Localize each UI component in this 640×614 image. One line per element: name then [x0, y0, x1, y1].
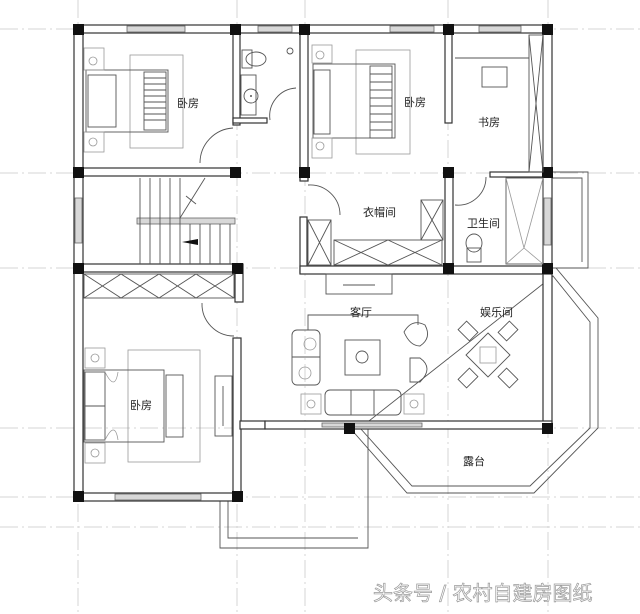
- staircase-arrow-icon: [182, 239, 198, 245]
- wardrobe-icon: [528, 34, 544, 173]
- double-bed-icon: [83, 349, 201, 463]
- label-living-room: 客厅: [350, 305, 372, 319]
- sofa-icon: [291, 314, 419, 416]
- side-table-icon: [300, 393, 425, 415]
- nightstand-icon: [84, 347, 106, 464]
- label-bedroom-top-left: 卧房: [177, 97, 199, 110]
- columns: [73, 24, 553, 502]
- label-bedroom-top-middle: 卧房: [404, 96, 426, 109]
- shower-icon: [505, 177, 544, 265]
- toilet-icon: [241, 49, 267, 69]
- wardrobe-icon: [83, 273, 235, 299]
- double-bed-icon: [85, 54, 184, 149]
- armchair-icon: [403, 322, 429, 383]
- label-cloakroom: 衣帽间: [363, 205, 396, 219]
- label-terrace: 露台: [463, 454, 485, 468]
- room-labels: 卧房 卧房 书房 衣帽间 卫生间 客厅 娱乐间 卧房 露台: [130, 96, 513, 468]
- double-bed-icon: [312, 49, 411, 155]
- label-bedroom-bottom-left: 卧房: [130, 399, 152, 412]
- terrace-outline: [219, 171, 599, 549]
- doors: [199, 87, 487, 337]
- washbasin-icon: [240, 74, 259, 116]
- coffee-table-icon: [344, 339, 381, 376]
- wardrobe-icon: [307, 199, 444, 266]
- label-study: 书房: [478, 116, 500, 129]
- tv-cabinet-icon: [214, 375, 233, 437]
- nightstand-icon: [83, 47, 105, 153]
- chair-icon: [457, 320, 519, 389]
- desk-icon: [455, 57, 529, 88]
- floor-drain-icon: [286, 47, 294, 55]
- toilet-icon: [465, 233, 483, 263]
- label-entertainment-room: 娱乐间: [480, 305, 513, 319]
- tv-cabinet-icon: [325, 273, 393, 295]
- mahjong-table-icon: [457, 320, 519, 389]
- watermark: 头条号 / 农村自建房图纸: [373, 581, 592, 605]
- staircase: [136, 177, 236, 264]
- nightstand-icon: [311, 44, 333, 159]
- label-bathroom: 卫生间: [467, 216, 500, 230]
